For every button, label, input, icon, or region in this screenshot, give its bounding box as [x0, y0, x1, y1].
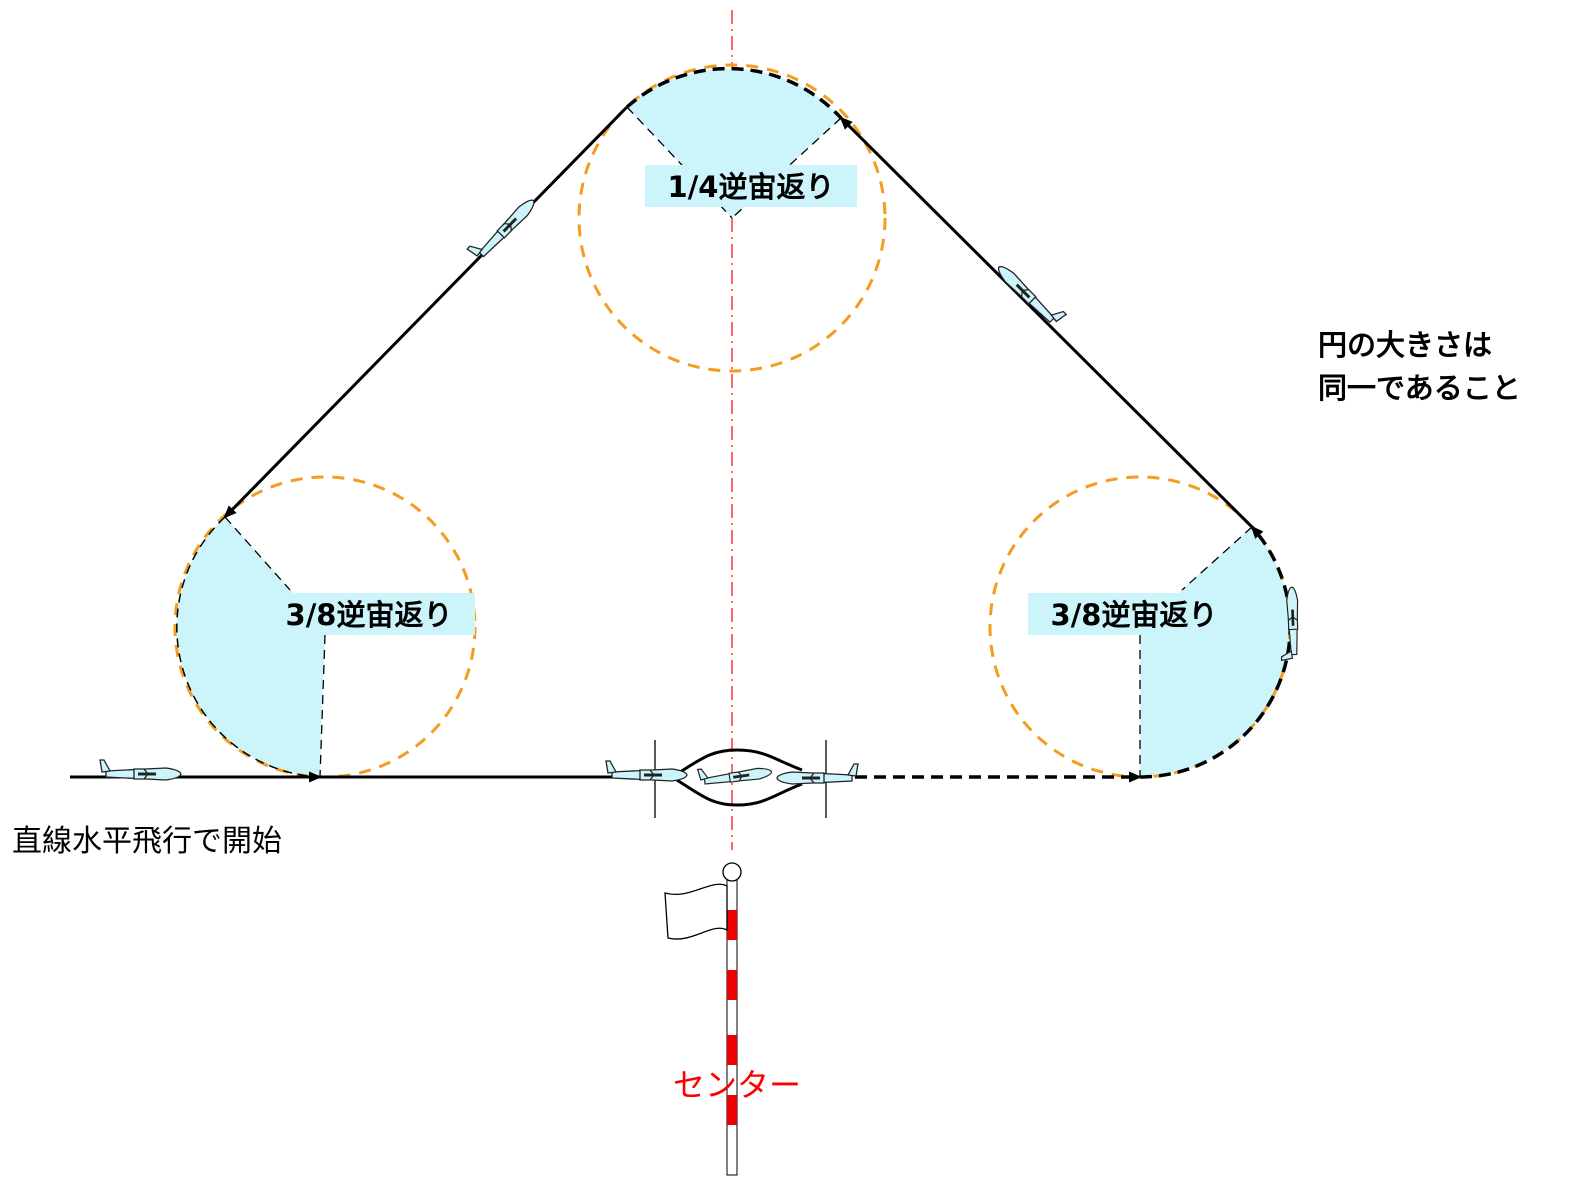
flight-path-right-diagonal	[839, 116, 1254, 529]
note-line2: 同一であること	[1318, 371, 1521, 405]
flag-icon	[664, 883, 728, 940]
right-maneuver-label: 3/8逆宙返り	[1051, 598, 1218, 632]
aircraft-icon	[697, 758, 773, 788]
top-loop-flight-path	[625, 66, 843, 120]
left-maneuver-label: 3/8逆宙返り	[286, 598, 453, 632]
note-line1: 円の大きさは	[1318, 328, 1492, 362]
left-loop: 3/8逆宙返り	[173, 475, 477, 779]
flight-path-left-diagonal	[223, 105, 629, 519]
aircraft-icon	[466, 190, 539, 264]
start-label: 直線水平飛行で開始	[12, 824, 282, 859]
left-loop-sector	[176, 517, 325, 777]
top-loop-circle	[577, 63, 887, 373]
center-pole-icon	[722, 862, 742, 1176]
aircraft-icon	[99, 759, 182, 781]
top-loop: 1/4逆宙返り	[577, 63, 887, 373]
right-loop-flight-path	[1139, 525, 1292, 779]
top-loop-sector	[627, 68, 841, 218]
aircraft-icon	[605, 760, 688, 782]
center-label: センター	[673, 1066, 801, 1104]
aircraft-icon	[776, 763, 859, 785]
top-maneuver-label: 1/4逆宙返り	[668, 170, 835, 204]
right-loop-sector	[1140, 527, 1291, 778]
aircraft-icon	[994, 256, 1067, 330]
